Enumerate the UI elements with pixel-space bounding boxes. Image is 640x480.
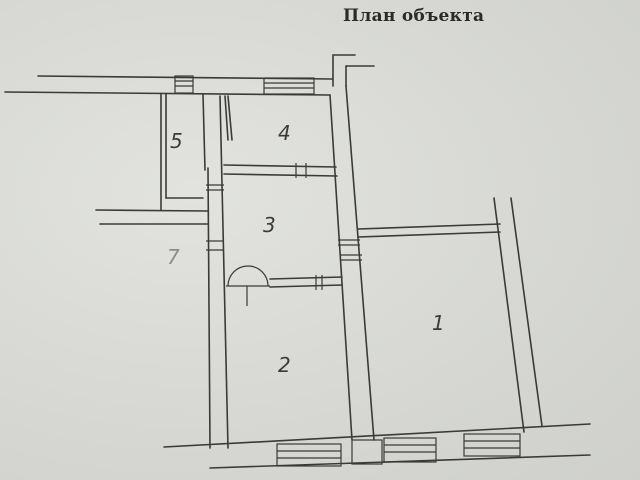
room-label-7: 7 <box>167 245 180 269</box>
room-5-walls <box>160 93 206 211</box>
room-label-1: 1 <box>432 311 445 335</box>
door-swing-icon <box>227 265 269 287</box>
partition-4-3 <box>223 163 338 178</box>
bottom-wall <box>163 423 591 469</box>
top-wall <box>4 75 333 96</box>
page-title: План объекта <box>343 6 485 26</box>
corner-bracket <box>332 54 375 87</box>
room-label-2: 2 <box>278 353 291 377</box>
room-label-3: 3 <box>263 213 276 237</box>
corridor-wall <box>95 209 209 225</box>
room-label-4: 4 <box>278 121 291 145</box>
east-wall <box>493 197 543 433</box>
partition-3-2 <box>226 265 343 306</box>
room-label-5: 5 <box>170 129 183 153</box>
west-inner-wall <box>206 95 233 449</box>
central-wall <box>329 85 375 441</box>
partition-room-1 <box>357 223 501 238</box>
